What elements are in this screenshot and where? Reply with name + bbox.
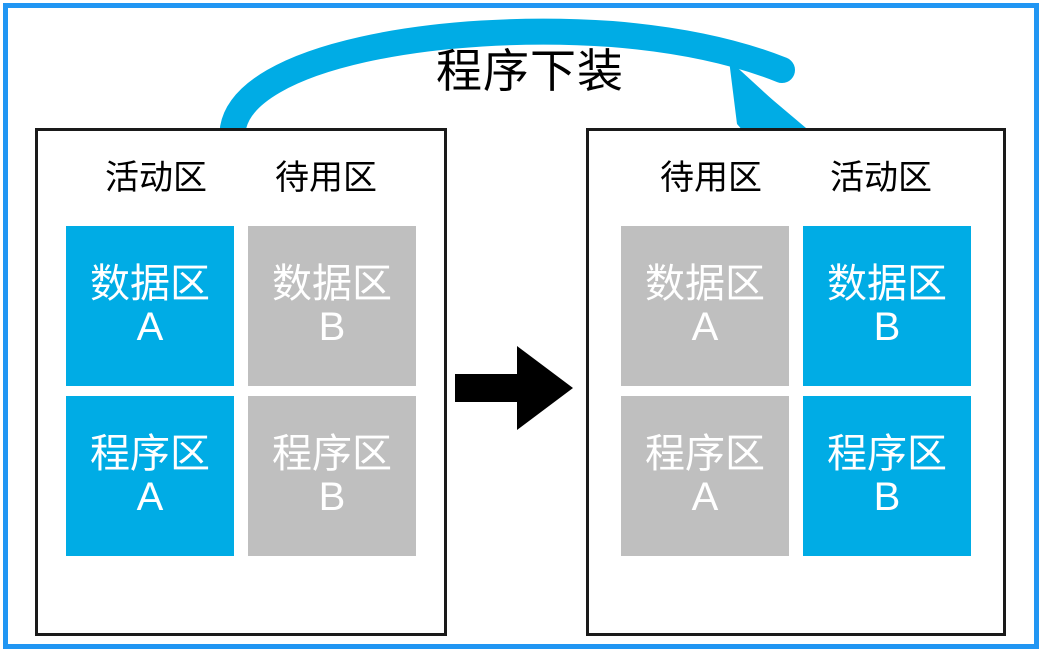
block-suffix: A <box>691 475 719 519</box>
block-suffix: A <box>136 475 164 519</box>
memory-panel-after: 待用区 活动区 数据区 A 数据区 B 程序区 <box>586 128 1006 636</box>
block-suffix: B <box>318 305 346 349</box>
block-suffix: B <box>873 305 901 349</box>
block-data-a[interactable]: 数据区 A <box>66 226 234 386</box>
block-row-program: 程序区 A 程序区 B <box>66 396 416 556</box>
column-header-standby: 待用区 <box>660 159 762 197</box>
block-row-data: 数据区 A 数据区 B <box>66 226 416 386</box>
memory-block-grid: 数据区 A 数据区 B 程序区 A 程序区 B <box>589 226 1003 556</box>
outer-frame-border <box>3 3 1039 649</box>
column-header-row: 待用区 活动区 <box>589 161 1003 195</box>
block-row-data: 数据区 A 数据区 B <box>621 226 971 386</box>
block-label: 数据区 <box>645 261 765 306</box>
arc-arrow-label: 程序下装 <box>436 45 624 97</box>
block-label: 程序区 <box>827 431 947 476</box>
memory-block-grid: 数据区 A 数据区 B 程序区 A 程序区 B <box>38 226 444 556</box>
block-data-b[interactable]: 数据区 B <box>803 226 971 386</box>
block-row-program: 程序区 A 程序区 B <box>621 396 971 556</box>
column-header-active: 活动区 <box>830 159 932 197</box>
block-label: 数据区 <box>272 261 392 306</box>
block-suffix: B <box>873 475 901 519</box>
block-program-b[interactable]: 程序区 B <box>803 396 971 556</box>
block-label: 数据区 <box>90 261 210 306</box>
memory-panel-before: 活动区 待用区 数据区 A 数据区 B 程序区 <box>35 128 447 636</box>
column-header-active: 活动区 <box>105 159 207 197</box>
column-header-row: 活动区 待用区 <box>38 161 444 195</box>
right-arrow-icon <box>455 346 573 430</box>
block-program-b[interactable]: 程序区 B <box>248 396 416 556</box>
block-label: 程序区 <box>90 431 210 476</box>
block-suffix: B <box>318 475 346 519</box>
block-data-b[interactable]: 数据区 B <box>248 226 416 386</box>
block-label: 数据区 <box>827 261 947 306</box>
column-header-standby: 待用区 <box>275 159 377 197</box>
block-label: 程序区 <box>645 431 765 476</box>
block-program-a[interactable]: 程序区 A <box>66 396 234 556</box>
block-data-a[interactable]: 数据区 A <box>621 226 789 386</box>
block-label: 程序区 <box>272 431 392 476</box>
block-suffix: A <box>136 305 164 349</box>
block-suffix: A <box>691 305 719 349</box>
block-program-a[interactable]: 程序区 A <box>621 396 789 556</box>
